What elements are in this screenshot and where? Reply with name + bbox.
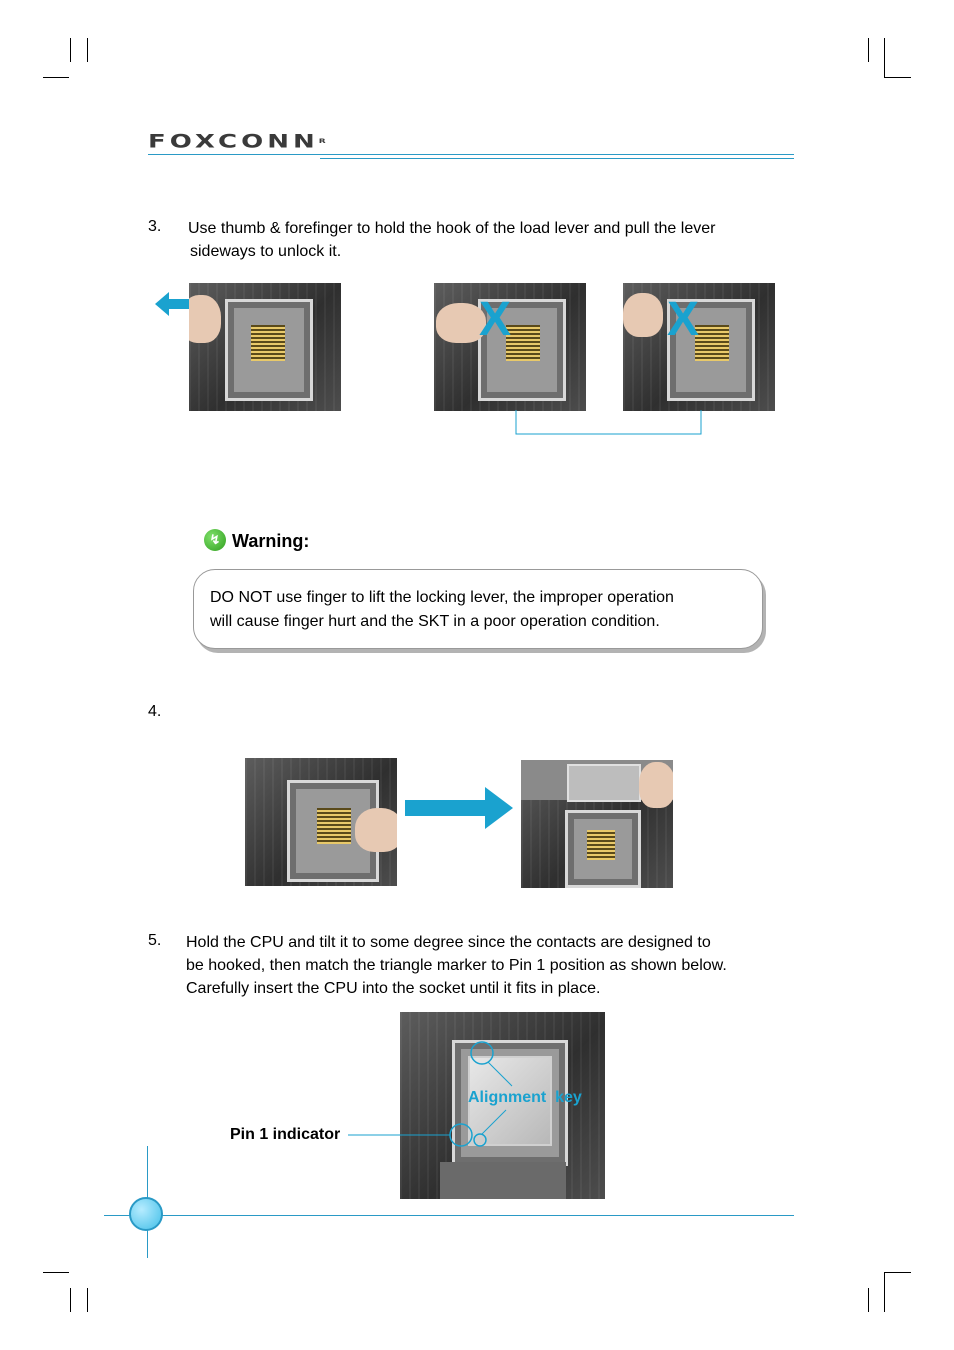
warning-line1: DO NOT use finger to lift the locking le…: [210, 589, 674, 606]
crop-mark: [87, 38, 88, 62]
crop-mark: [884, 77, 911, 78]
crop-mark: [70, 1288, 71, 1312]
step-3-number: 3.: [148, 218, 162, 235]
pin1-indicator-label: Pin 1 indicator: [230, 1126, 341, 1143]
socket-photo-closed: [245, 758, 397, 886]
crop-mark: [868, 38, 869, 62]
bracket-connector: [515, 410, 702, 435]
step-5-text-line3: Carefully insert the CPU into the socket…: [186, 980, 601, 997]
step-4-number: 4.: [148, 703, 162, 720]
step-3-text-line1: Use thumb & forefinger to hold the hook …: [188, 220, 716, 237]
header-rule: [148, 154, 794, 155]
warning-box: DO NOT use finger to lift the locking le…: [193, 569, 763, 649]
crop-mark: [43, 1272, 69, 1273]
foxconn-logo: FOXCONNR: [148, 131, 326, 153]
socket-photo-open: [521, 760, 673, 888]
x-mark-icon: X: [479, 293, 512, 346]
page-circle-marker: [129, 1197, 163, 1231]
crop-mark: [884, 38, 885, 78]
socket-photo-wrong-2: [623, 283, 775, 411]
crop-mark: [87, 1288, 88, 1312]
logo-text: FOXCONN: [148, 131, 319, 153]
step-5-text-line2: be hooked, then match the triangle marke…: [186, 957, 727, 974]
logo-registered-mark: R: [318, 138, 326, 146]
cpu-in-socket-photo: [400, 1012, 605, 1199]
crop-mark: [868, 1288, 869, 1312]
warning-text: DO NOT use finger to lift the locking le…: [210, 586, 755, 634]
arrow-right-icon: [405, 787, 513, 829]
warning-title: Warning:: [232, 531, 310, 551]
x-mark-icon: X: [667, 293, 700, 346]
socket-photo-lever-pull: [189, 283, 341, 411]
header-rule: [320, 158, 794, 159]
step-5-text-line1: Hold the CPU and tilt it to some degree …: [186, 934, 711, 951]
step-5-number: 5.: [148, 932, 162, 949]
socket-photo-wrong-1: [434, 283, 586, 411]
crop-mark: [884, 1272, 911, 1273]
alignment-key-label: Alignment key: [468, 1089, 582, 1106]
step-3-text-line2: sideways to unlock it.: [190, 243, 342, 260]
warning-line2: will cause finger hurt and the SKT in a …: [210, 613, 660, 630]
warning-icon: ↯: [204, 529, 226, 551]
crop-mark: [884, 1272, 885, 1312]
footer-rule: [104, 1215, 794, 1216]
crop-mark: [70, 38, 71, 62]
alignment-callouts: [348, 1041, 513, 1147]
arrow-left-icon: [155, 292, 201, 316]
crop-mark: [43, 77, 69, 78]
